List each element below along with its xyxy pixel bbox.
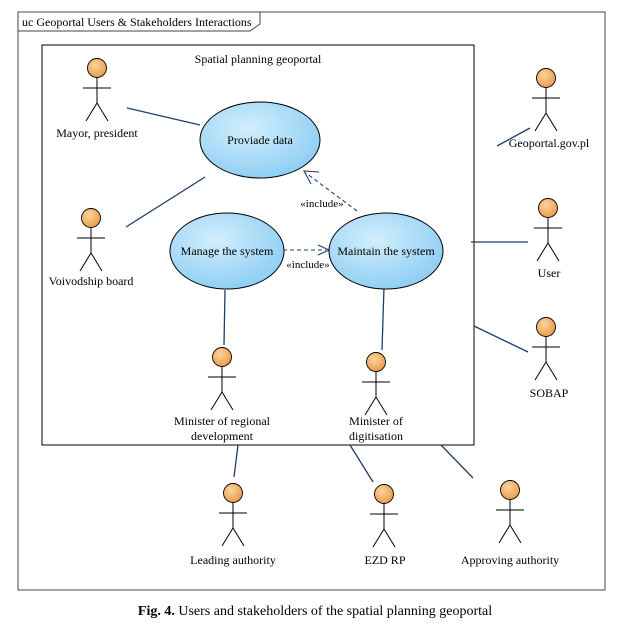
use-case-manage-label: Manage the system <box>181 244 274 258</box>
assoc-minister-regional-manage <box>223 289 226 346</box>
actor-minister-digit-label-1: Minister of <box>349 414 403 428</box>
use-case-manage-system[interactable]: Manage the system <box>169 212 285 290</box>
actor-mayor-label: Mayor, president <box>56 126 138 140</box>
actor-user-label: User <box>538 266 561 280</box>
use-case-provide-data[interactable]: Proviade data <box>199 101 321 179</box>
actor-mayor[interactable]: Mayor, president <box>56 58 138 141</box>
actor-geoportal-icon <box>531 68 561 132</box>
actor-geoportal-gov[interactable]: Geoportal.gov.pl <box>509 68 590 151</box>
associations <box>125 107 531 483</box>
actor-approving-label: Approving authority <box>461 553 559 567</box>
actor-voivodship-board[interactable]: Voivodship board <box>49 208 134 289</box>
actor-minister-regional-label-1: Minister of regional <box>174 414 271 428</box>
assoc-mayor-provide <box>126 107 201 126</box>
actor-minister-regional-label-2: development <box>191 429 254 443</box>
assoc-minister-digit-maintain <box>381 286 385 351</box>
assoc-sobap <box>473 325 529 353</box>
actor-minister-digit-label-2: digitisation <box>349 429 403 443</box>
assoc-ezd <box>349 444 374 483</box>
figure-caption: Fig. 4. Users and stakeholders of the sp… <box>0 604 630 620</box>
use-case-provide-label: Proviade data <box>227 133 293 147</box>
include-relation-maintain-provide <box>303 170 358 212</box>
assoc-approving <box>440 444 474 479</box>
actor-approving-icon <box>495 480 525 544</box>
actor-ezd-icon <box>369 484 399 548</box>
actor-ezd-rp[interactable]: EZD RP <box>364 484 406 568</box>
figure-caption-text: Users and stakeholders of the spatial pl… <box>178 604 493 619</box>
diagram-frame: uc Geoportal Users & Stakeholders Intera… <box>17 11 606 591</box>
actor-minister-regional-icon <box>207 347 237 411</box>
use-case-maintain-system[interactable]: Maintain the system <box>328 212 444 290</box>
system-boundary: Spatial planning geoportal <box>41 44 475 446</box>
use-case-diagram: uc Geoportal Users & Stakeholders Intera… <box>17 11 606 591</box>
actor-sobap-label: SOBAP <box>530 386 569 400</box>
assoc-leading <box>233 444 239 478</box>
assoc-voivodship-provide <box>125 176 206 228</box>
actor-ezd-label: EZD RP <box>364 553 405 567</box>
actor-geoportal-label: Geoportal.gov.pl <box>509 136 590 150</box>
include-label-2: «include» <box>286 259 329 271</box>
actor-leading-icon <box>218 483 248 547</box>
actor-minister-digit-icon <box>361 352 391 416</box>
system-title: Spatial planning geoportal <box>195 52 322 66</box>
actor-user[interactable]: User <box>533 198 563 281</box>
actor-sobap[interactable]: SOBAP <box>530 317 569 401</box>
include-label-1: «include» <box>300 198 343 210</box>
actor-approving-authority[interactable]: Approving authority <box>461 480 559 568</box>
actor-minister-regional[interactable]: Minister of regional development <box>174 347 271 444</box>
assoc-geoportal <box>496 127 531 147</box>
actor-voivodship-label: Voivodship board <box>49 274 134 288</box>
actor-sobap-icon <box>531 317 561 381</box>
actor-user-icon <box>533 198 563 262</box>
actor-leading-authority[interactable]: Leading authority <box>190 483 276 568</box>
actor-leading-label: Leading authority <box>190 553 276 567</box>
actor-mayor-icon <box>82 58 112 122</box>
figure-number: Fig. 4. <box>137 604 175 619</box>
use-case-maintain-label: Maintain the system <box>337 244 435 258</box>
frame-title: uc Geoportal Users & Stakeholders Intera… <box>22 15 252 29</box>
actor-minister-digitisation[interactable]: Minister of digitisation <box>349 352 403 444</box>
include-relation-manage-maintain <box>283 244 331 256</box>
actor-voivodship-icon <box>76 208 106 272</box>
